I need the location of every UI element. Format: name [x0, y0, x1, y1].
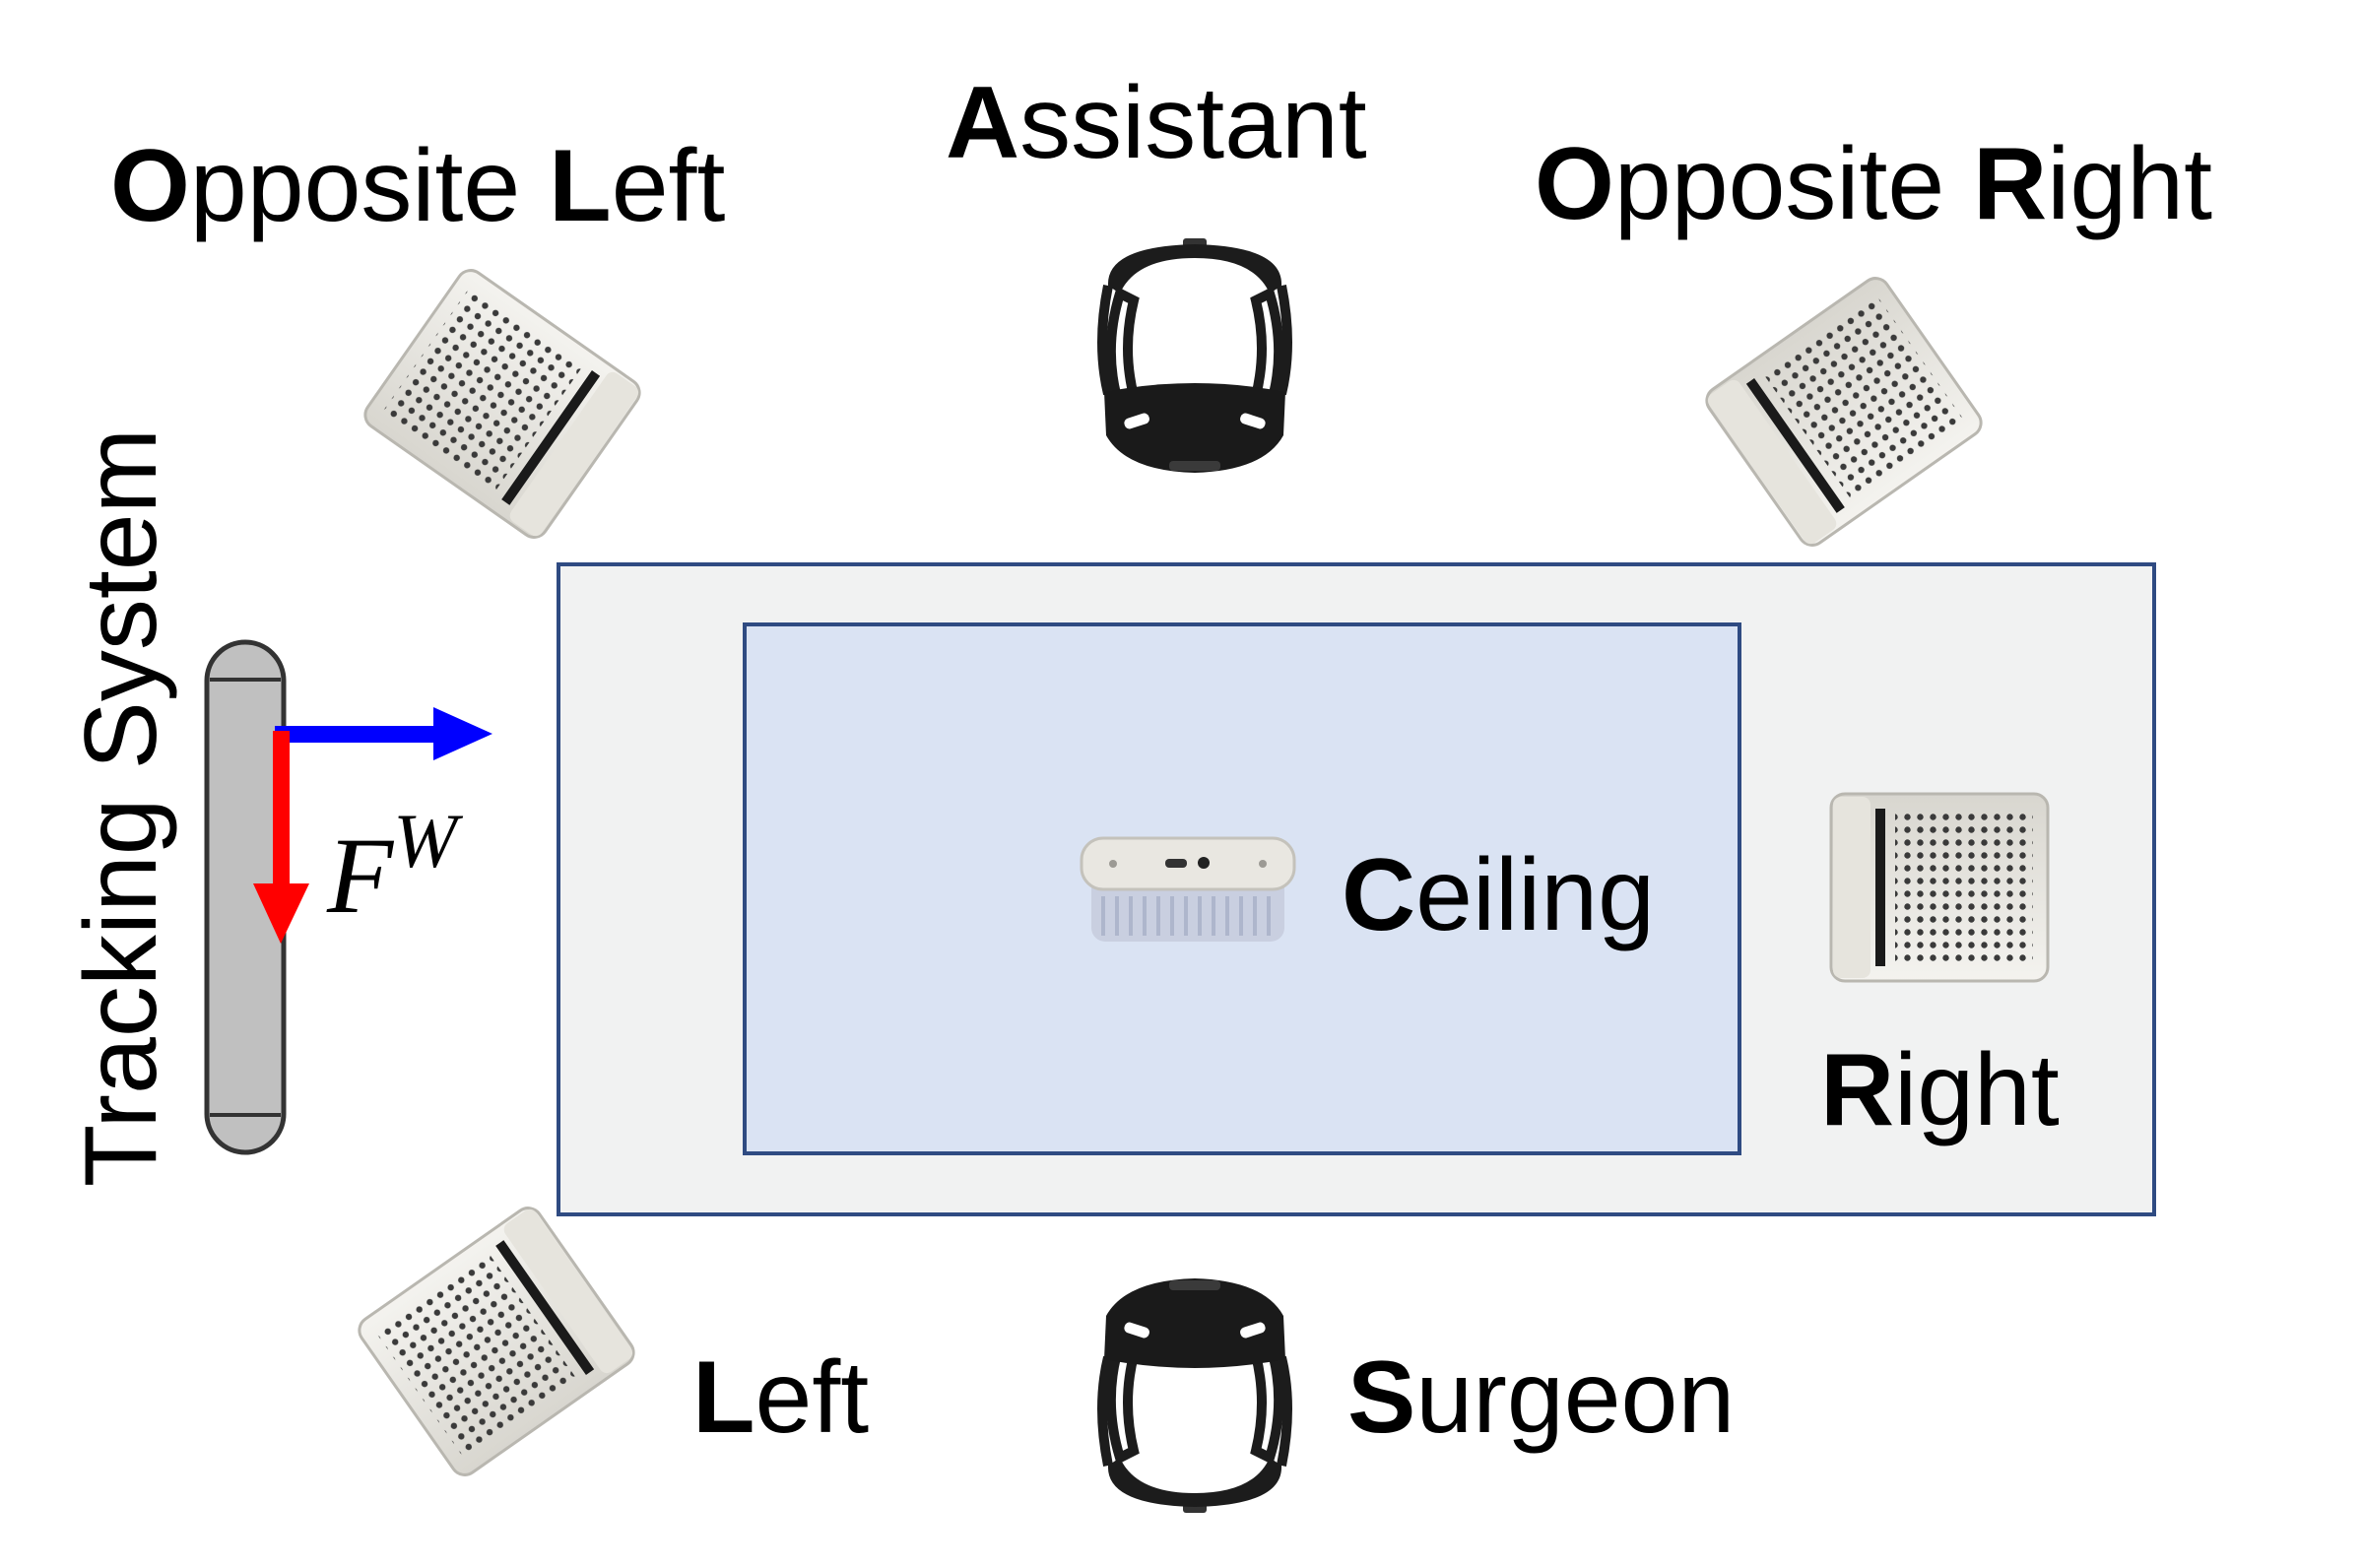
left-camera-icon: [352, 1201, 641, 1482]
frame-x-axis-arrow: [275, 707, 492, 760]
assistant-label: Assistant: [946, 66, 1367, 180]
opposite-right-label: Opposite Right: [1535, 127, 2212, 241]
surgeon-headset-icon: [1102, 1278, 1287, 1513]
right-label: Right: [1820, 1033, 2060, 1147]
right-camera-icon: [1829, 792, 2050, 983]
tracking-system-label: Tracking System: [64, 428, 178, 1188]
opposite-left-camera-icon: [358, 263, 647, 545]
assistant-headset-icon: [1102, 238, 1287, 473]
frame-y-axis-arrow: [253, 731, 309, 944]
opposite-right-camera-icon: [1699, 271, 1989, 553]
opposite-left-label: Opposite Left: [110, 129, 725, 243]
left-label: Left: [692, 1340, 869, 1455]
surgeon-label: Surgeon: [1347, 1340, 1735, 1455]
ceiling-label: Ceiling: [1342, 838, 1655, 952]
frame-label: FW: [326, 798, 463, 936]
ceiling-camera-icon: [1080, 836, 1296, 942]
tracking-system-bar: [204, 639, 287, 1155]
